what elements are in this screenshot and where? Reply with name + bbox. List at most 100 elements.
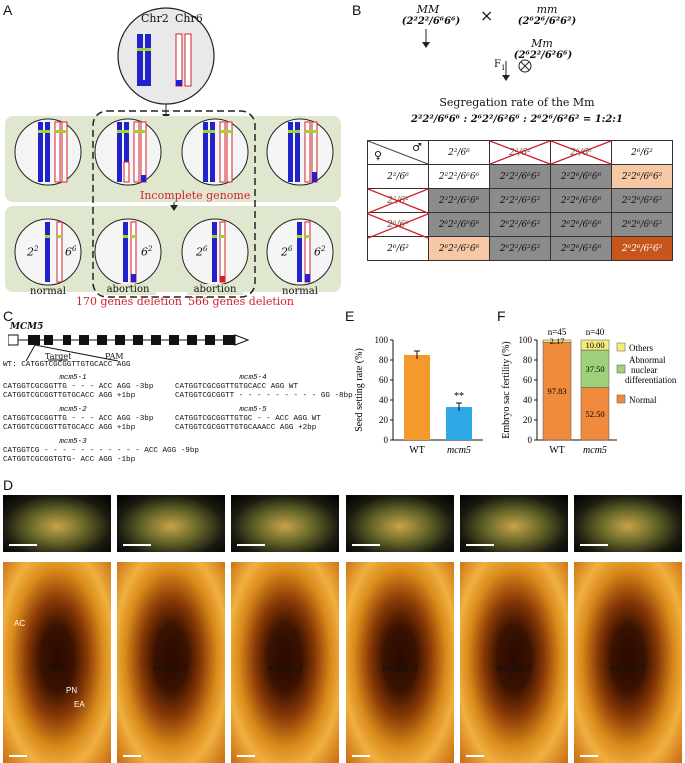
segment-value-label: 10.00: [585, 340, 604, 350]
scale-bar: [9, 755, 27, 757]
punnett-cell: 2²2²/6²6⁶: [428, 188, 490, 213]
panel-b-arrows: [422, 29, 532, 81]
x-tick-label: mcm5: [447, 445, 471, 456]
wt-sequence: WT: CATGGTCGCGGTTGTGCACC AGG: [3, 361, 131, 369]
row-header-4: 2⁶/6²: [367, 236, 429, 261]
punnett-cell: 2⁶2²/6²6⁶: [428, 236, 490, 261]
y-tick-label: 80: [523, 355, 533, 365]
n-label: n=45: [548, 327, 567, 337]
scale-bar: [466, 755, 484, 757]
mm-parent-genotype: (2²2²/6⁶6⁶): [401, 16, 461, 27]
n-label: n=40: [586, 327, 605, 337]
f1-mm-label: Mm: [531, 37, 553, 50]
x-tick-label: WT: [409, 445, 425, 456]
segment-value-label: 37.50: [585, 364, 604, 374]
mcm5-5-title: mcm5-5: [239, 406, 267, 414]
panel-d-caption: mcm5-3: [382, 662, 418, 674]
structure-label: EA: [74, 700, 85, 709]
panel-label-d: D: [3, 477, 14, 493]
cell4-left-label: 26: [281, 245, 293, 259]
col-header-3: 2⁶/6⁶: [550, 140, 612, 165]
panel-a-diagram: [5, 7, 341, 298]
stacked-segment-normal: [542, 341, 572, 441]
scale-bar: [352, 544, 380, 546]
panel-d-caption: mcm5-2: [267, 662, 303, 674]
mcm5-2-line1: CATGGTCGCGGTTG - - - ACC AGG -3bp: [3, 415, 154, 423]
y-tick-label: 60: [523, 375, 533, 385]
y-tick-label: 0: [384, 435, 389, 445]
cell3-left-label: 26: [196, 245, 208, 259]
panel-d-caption: WT: [48, 662, 66, 674]
punnett-cell: 2²2²/6⁶6²: [489, 164, 551, 189]
pam-label: PAM: [105, 352, 124, 361]
punnett-cell: 2⁶2²/6⁶6⁶: [428, 212, 490, 237]
deletion-170-label: 170 genes deletion: [76, 295, 183, 308]
legend-label-others: Others: [629, 343, 653, 353]
segment-value-label: 52.50: [585, 409, 604, 419]
mcm5-3-line2: CATGGTCGCGGTGTG- ACC AGG -1bp: [3, 456, 136, 464]
embryo-sac-chart: 02040608010097.832.17WTn=4552.5037.5010.…: [501, 327, 677, 456]
legend-swatch-abnormal: [616, 364, 626, 374]
y-tick-label: 40: [379, 395, 389, 405]
punnett-cell: 2²2²/6⁶6⁶: [428, 164, 490, 189]
chr6-label: Chr6: [175, 12, 203, 25]
f1-genotype: (2⁶2²/6²6⁶): [513, 50, 573, 61]
panel-a: Chr2 Chr6 Incomplete genome 22 66 62 26 …: [0, 0, 350, 308]
col-header-4: 2⁶/6²: [611, 140, 673, 165]
col-header-1: 2²/6⁶: [428, 140, 490, 165]
chr2-label: Chr2: [141, 12, 169, 25]
x-tick-label: WT: [549, 445, 565, 456]
incomplete-genome-label: Incomplete genome: [138, 189, 253, 202]
caption-normal-1: normal: [30, 286, 66, 297]
caption-abortion-2: abortion: [187, 284, 243, 295]
panicle-image: [117, 495, 225, 552]
segregation-ratio: 2²2²/6⁶6⁶ : 2⁶2²/6²6⁶ : 2⁶2⁶/6²6² = 1:2:…: [411, 114, 623, 125]
mcm5-5-line2: CATGGTCGCGGTTGTGCAAACC AGG +2bp: [175, 424, 317, 432]
mcm5-1-title: mcm5-1: [59, 374, 87, 382]
female-symbol: ♀: [374, 149, 383, 162]
punnett-cell: 2⁶2⁶/6⁶6²: [611, 212, 673, 237]
scale-bar: [237, 755, 255, 757]
stacked-segment-abnormal: [580, 349, 610, 388]
y-axis-label: Embryo sac fertility (%): [501, 341, 512, 438]
f1-label: F1: [494, 59, 506, 72]
panel-label-f: F: [497, 308, 506, 324]
y-tick-label: 20: [379, 415, 389, 425]
punnett-cell: 2⁶2²/6⁶6²: [489, 212, 551, 237]
punnett-square: ♀ ♂ 2²/6⁶ 2²/6² 2⁶/6⁶ 2⁶/6² 2²/6⁶ 2²2²/6…: [367, 140, 673, 261]
y-tick-label: 60: [379, 375, 389, 385]
gene-name-label: MCM5: [10, 322, 44, 332]
male-symbol: ♂: [412, 141, 422, 154]
panicle-image: [460, 495, 568, 552]
panel-b: MM (2²2²/6⁶6⁶) × mm (2⁶2⁶/6²6²) Mm (2⁶2²…: [352, 0, 685, 305]
y-tick-label: 40: [523, 395, 533, 405]
panel-label-c: C: [3, 308, 14, 324]
mcm5-1-line1: CATGGTCGCGGTTG - - - ACC AGG -3bp: [3, 383, 154, 391]
mcm5-3-title: mcm5-3: [59, 438, 87, 446]
punnett-cell: 2²2⁶/6²6²: [611, 188, 673, 213]
legend-swatch-others: [616, 342, 626, 352]
scale-bar: [352, 755, 370, 757]
segregation-title: Segregation rate of the Mm: [439, 96, 595, 109]
segment-value-label: 97.83: [547, 386, 566, 396]
gene-structure-diagram: [8, 334, 250, 362]
legend-label-abnormal-3: differentiation: [625, 375, 677, 385]
panicle-image: [231, 495, 339, 552]
structure-label: AC: [14, 619, 26, 628]
cross-symbol: ×: [480, 6, 494, 25]
punnett-cell: 2²2⁶/6⁶6⁶: [550, 164, 612, 189]
scale-bar: [580, 755, 598, 757]
caption-normal-2: normal: [282, 286, 318, 297]
panel-d-caption: mcm5-5: [610, 662, 646, 674]
row-header-3: 2⁶/6⁶: [367, 212, 429, 237]
panel-label-e: E: [345, 308, 355, 324]
y-tick-label: 100: [519, 335, 533, 345]
mcm5-3-line1: CATGGTCG - - - - - - - - - - - ACC AGG -…: [3, 447, 199, 455]
target-label: Target: [45, 352, 72, 361]
punnett-cell: 2⁶2⁶/6²6²: [611, 236, 673, 261]
mcm5-2-line2: CATGGTCGCGGTTGTGCACC AGG +1bp: [3, 424, 136, 432]
cell4-right-label: 62: [314, 245, 326, 259]
